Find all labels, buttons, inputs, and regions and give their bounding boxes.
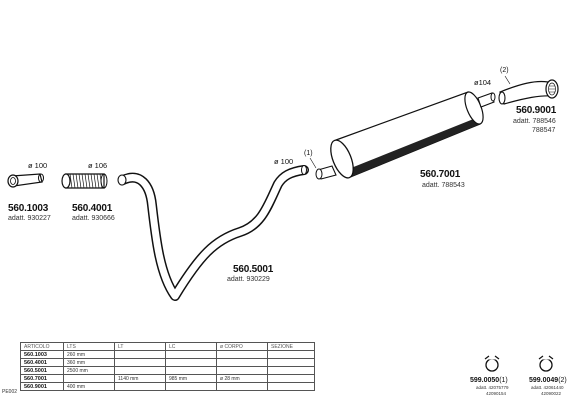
table-cell	[267, 358, 315, 367]
diameter-560-4001: ø 106	[88, 161, 108, 170]
part-code-560-4001: 560.4001	[72, 203, 113, 214]
table-cell	[165, 382, 217, 391]
table-cell: 560.5001	[20, 366, 64, 375]
part-code-560-5001: 560.5001	[233, 264, 274, 275]
table-row: 560.1003 260 mm	[20, 350, 315, 359]
table-row: 560.7001 1140 mm 985 mm ø 28 mm	[20, 374, 315, 383]
table-cell	[267, 374, 315, 383]
flex-pipe-560-4001	[61, 173, 108, 189]
part-code-560-7001: 560.7001	[420, 169, 461, 180]
model-code: PE002	[2, 389, 18, 395]
adatt-560-9001: adatt. 788546	[513, 118, 556, 125]
header-lc: LC	[165, 342, 217, 351]
clamp-marker: (1)	[499, 377, 508, 384]
clamp-ref-599-0050-b: 42090154	[486, 391, 507, 396]
tail-pipe-560-9001	[498, 79, 559, 105]
adatt-560-5001: adatt. 930229	[227, 276, 270, 283]
table-cell	[114, 366, 166, 375]
silencer-560-7001	[315, 91, 496, 180]
table-row: 560.5001 2500 mm	[20, 366, 315, 375]
clamp-ref-599-0049-a: adatt. 42061440	[531, 385, 564, 390]
table-cell	[216, 358, 268, 367]
table-cell	[165, 350, 217, 359]
header-lts: LTS	[63, 342, 115, 351]
table-cell: 400 mm	[63, 382, 115, 391]
clamp-code-599-0049: 599.0049(2)	[529, 377, 567, 384]
adatt-560-1003: adatt. 930227	[8, 215, 51, 222]
table-cell	[216, 366, 268, 375]
header-lt: LT	[114, 342, 166, 351]
marker-leaders	[309, 75, 511, 169]
clamp-code-text: 599.0050	[470, 377, 500, 384]
table-header-row: ARTICOLO LTS LT LC ø CORPO SEZIONE	[20, 342, 315, 351]
adatt-560-7001: adatt. 788543	[422, 182, 465, 189]
table-cell: 560.7001	[20, 374, 64, 383]
table-cell: 1140 mm	[114, 374, 166, 383]
table-cell	[216, 382, 268, 391]
clamp-599-0050-icon	[484, 355, 500, 372]
clamp-marker: (2)	[558, 377, 567, 384]
marker-2: (2)	[500, 67, 509, 74]
diameter-560-7001: ø104	[474, 78, 492, 87]
clamp-code-text: 599.0049	[529, 377, 559, 384]
header-sezione: SEZIONE	[267, 342, 315, 351]
part-code-560-9001: 560.9001	[516, 105, 557, 116]
marker-1: (1)	[304, 150, 313, 157]
table-cell: 560.1003	[20, 350, 64, 359]
diameter-560-5001: ø 100	[274, 157, 294, 166]
adatt-560-4001: adatt. 930666	[72, 215, 115, 222]
clamp-599-0049-icon	[538, 355, 554, 372]
table-cell	[216, 350, 268, 359]
clamp-code-599-0050: 599.0050(1)	[470, 377, 508, 384]
table-row: 560.9001 400 mm	[20, 382, 315, 391]
table-cell: ø 28 mm	[216, 374, 268, 383]
table-cell	[267, 382, 315, 391]
table-cell	[165, 366, 217, 375]
adatt-560-9001-alt: 788547	[532, 127, 556, 134]
table-cell	[267, 350, 315, 359]
table-cell	[165, 358, 217, 367]
bent-pipe-560-5001	[117, 165, 309, 301]
table-cell: 560.4001	[20, 358, 64, 367]
table-cell: 260 mm	[63, 350, 115, 359]
header-diam-corpo: ø CORPO	[216, 342, 268, 351]
clamp-ref-599-0050-a: adatt. 42075779	[476, 385, 509, 390]
part-code-560-1003: 560.1003	[8, 203, 49, 214]
table-cell	[114, 358, 166, 367]
table-cell: 2500 mm	[63, 366, 115, 375]
table-cell	[267, 366, 315, 375]
table-cell	[63, 374, 115, 383]
table-cell: 985 mm	[165, 374, 217, 383]
spec-table: ARTICOLO LTS LT LC ø CORPO SEZIONE 560.1…	[20, 342, 315, 391]
header-articolo: ARTICOLO	[20, 342, 64, 351]
table-row: 560.4001 360 mm	[20, 358, 315, 367]
table-cell: 560.9001	[20, 382, 64, 391]
diameter-560-1003: ø 100	[28, 161, 48, 170]
table-cell	[114, 350, 166, 359]
table-cell	[114, 382, 166, 391]
table-cell: 360 mm	[63, 358, 115, 367]
clamp-ref-599-0049-b: 42090022	[541, 391, 562, 396]
pipe-560-1003	[7, 173, 44, 188]
